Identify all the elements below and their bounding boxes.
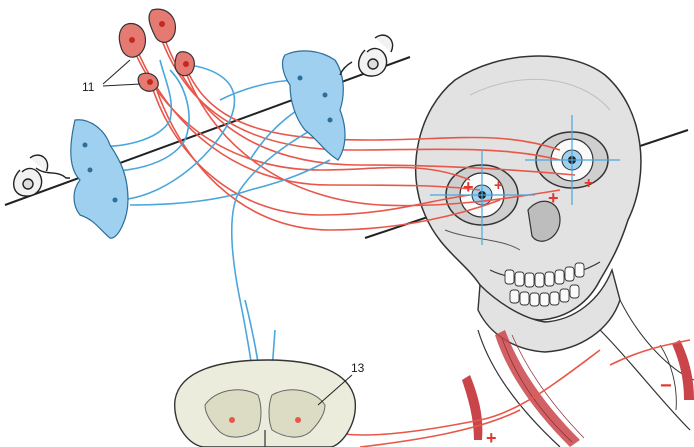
plus-sign: + (494, 177, 503, 194)
minus-sign: − (660, 375, 672, 397)
left-vestibular-ganglion (71, 120, 128, 238)
spinal-cord-cross-section (175, 360, 356, 447)
plus-sign: + (486, 428, 497, 447)
label-vestibular-nuclei: 11 (82, 80, 95, 94)
inner-ear-labyrinth-icon (340, 35, 393, 76)
plus-sign: + (548, 188, 559, 208)
inner-ear-labyrinth-icon (14, 155, 70, 196)
plus-sign: + (584, 175, 593, 192)
left-head-axis-line (5, 57, 410, 205)
label-11-pointer (103, 84, 140, 86)
neck-muscle-left (462, 375, 482, 440)
label-spinal-cord: 13 (351, 361, 365, 375)
plus-sign: + (463, 177, 474, 197)
label-11-pointer (103, 60, 130, 84)
right-vestibular-ganglion (283, 51, 345, 160)
